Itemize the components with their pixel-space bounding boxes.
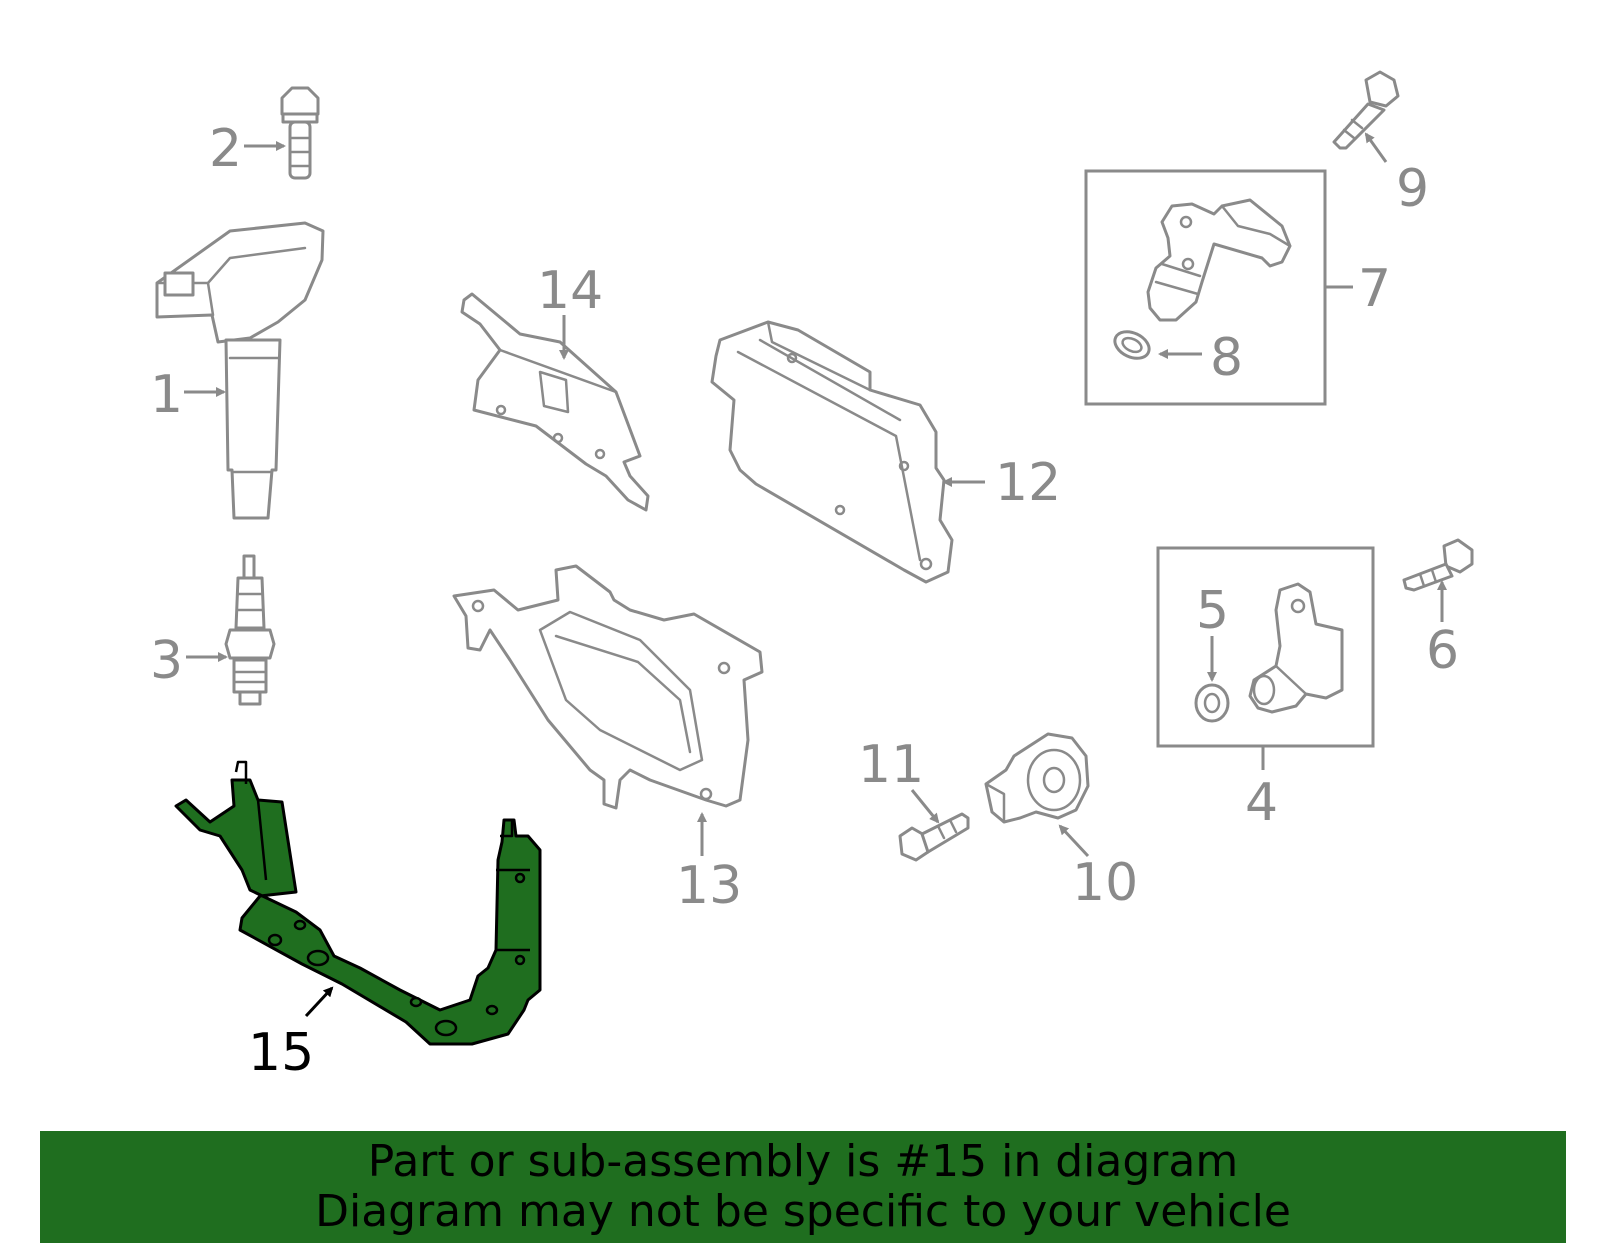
svg-text:3: 3 — [150, 631, 183, 691]
part-6-bolt[interactable] — [1402, 538, 1474, 592]
banner-line-2: Diagram may not be specific to your vehi… — [315, 1186, 1291, 1237]
callout-13[interactable]: 13 — [676, 812, 742, 916]
part-1-ignition-coil[interactable] — [155, 221, 325, 520]
part-11-bolt[interactable] — [898, 812, 970, 862]
part-5-washer[interactable] — [1194, 683, 1230, 723]
part-3-spark-plug[interactable] — [224, 554, 276, 706]
callout-10[interactable]: 10 — [1058, 824, 1138, 913]
svg-text:13: 13 — [676, 856, 742, 916]
svg-text:14: 14 — [537, 261, 603, 321]
svg-text:9: 9 — [1396, 159, 1429, 219]
part-9-bolt[interactable] — [1332, 70, 1400, 150]
svg-text:1: 1 — [150, 365, 183, 425]
svg-text:5: 5 — [1196, 581, 1229, 641]
svg-text:11: 11 — [858, 735, 924, 795]
part-10-knock-sensor[interactable] — [984, 732, 1090, 824]
callout-11[interactable]: 11 — [858, 735, 940, 824]
part-15-bracket-highlighted[interactable] — [174, 760, 542, 1046]
part-14-bracket[interactable] — [460, 292, 650, 512]
callout-15[interactable]: 15 — [248, 986, 334, 1083]
part-13-bracket[interactable] — [452, 564, 764, 810]
svg-text:8: 8 — [1210, 328, 1243, 388]
part-12-ecu[interactable] — [710, 320, 954, 584]
svg-text:7: 7 — [1358, 259, 1391, 319]
part-4-sensor-assembly[interactable] — [1156, 546, 1375, 748]
callout-5[interactable]: 5 — [1196, 581, 1229, 682]
banner-line-1: Part or sub-assembly is #15 in diagram — [367, 1136, 1239, 1187]
callout-4[interactable]: 4 — [1245, 746, 1278, 833]
callout-1[interactable]: 1 — [150, 365, 226, 425]
svg-text:10: 10 — [1072, 853, 1138, 913]
callout-12[interactable]: 12 — [942, 453, 1061, 513]
info-banner: Part or sub-assembly is #15 in diagram D… — [40, 1131, 1566, 1243]
callout-2[interactable]: 2 — [209, 119, 286, 179]
callout-7[interactable]: 7 — [1325, 259, 1391, 319]
callout-8[interactable]: 8 — [1158, 328, 1243, 388]
callout-9[interactable]: 9 — [1364, 132, 1429, 219]
svg-text:6: 6 — [1426, 621, 1459, 681]
callout-14[interactable]: 14 — [537, 261, 603, 360]
callout-6[interactable]: 6 — [1426, 580, 1459, 681]
part-2-bolt[interactable] — [280, 86, 320, 180]
part-7-sensor-assembly[interactable] — [1084, 169, 1327, 406]
part-8-o-ring[interactable] — [1111, 327, 1154, 364]
svg-text:4: 4 — [1245, 773, 1278, 833]
svg-text:2: 2 — [209, 119, 242, 179]
svg-text:15: 15 — [248, 1023, 314, 1083]
svg-text:12: 12 — [995, 453, 1061, 513]
banner-background — [40, 1131, 1566, 1243]
callout-3[interactable]: 3 — [150, 631, 228, 691]
